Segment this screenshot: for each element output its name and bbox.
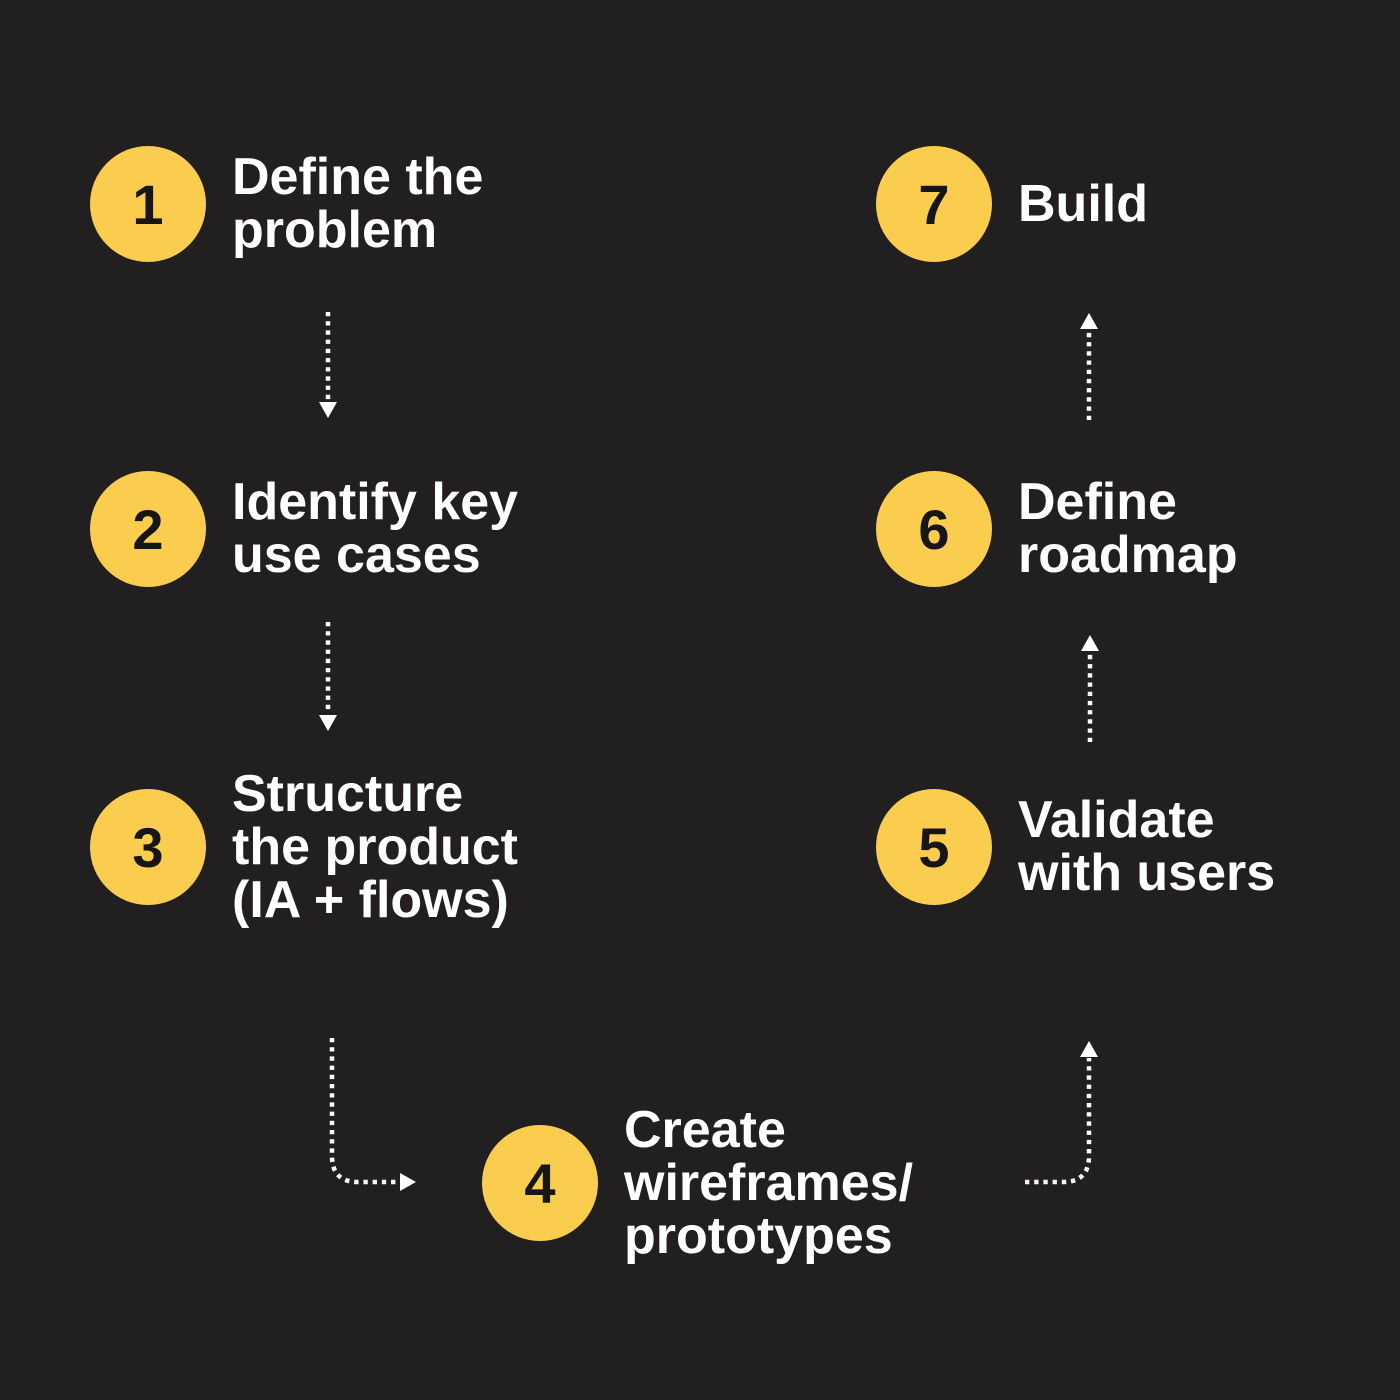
step-2-number: 2: [132, 497, 164, 561]
arrowhead-down-icon: [319, 402, 337, 418]
step-7-number-badge: 7: [876, 146, 992, 262]
step-5: 5 Validate with users: [876, 789, 1275, 905]
step-4: 4 Create wireframes/ prototypes: [482, 1103, 913, 1262]
arrow-step3-to-step4: [329, 1038, 416, 1191]
step-4-number-badge: 4: [482, 1125, 598, 1241]
step-7-label: Build: [1018, 174, 1148, 233]
arrowhead-up-icon: [1081, 635, 1099, 651]
step-5-number-badge: 5: [876, 789, 992, 905]
step-6-label: Define roadmap: [1018, 473, 1238, 584]
arrow-step5-to-step6: [1081, 635, 1099, 742]
step-4-label: Create wireframes/ prototypes: [624, 1100, 914, 1265]
arrow-step1-to-step2: [319, 312, 337, 418]
step-3-label: Structure the product (IA + flows): [232, 764, 518, 929]
step-6-number: 6: [918, 497, 950, 561]
arrowhead-up-icon: [1080, 1041, 1098, 1057]
arrowhead-right-icon: [400, 1173, 416, 1191]
step-5-number: 5: [918, 815, 950, 879]
step-1-label: Define the problem: [232, 148, 484, 259]
step-7-number: 7: [918, 172, 950, 236]
step-6-number-badge: 6: [876, 471, 992, 587]
step-3-number: 3: [132, 815, 164, 879]
arrowhead-up-icon: [1080, 313, 1098, 329]
step-1-number: 1: [132, 172, 164, 236]
step-7: 7 Build: [876, 146, 1148, 262]
step-2-number-badge: 2: [90, 471, 206, 587]
step-2: 2 Identify key use cases: [90, 471, 518, 587]
arrow-step6-to-step7: [1080, 313, 1098, 420]
step-2-label: Identify key use cases: [232, 473, 519, 584]
step-3-number-badge: 3: [90, 789, 206, 905]
arrow-step2-to-step3: [319, 622, 337, 731]
step-6: 6 Define roadmap: [876, 471, 1238, 587]
arrow-step4-to-step5: [1025, 1041, 1098, 1185]
step-5-label: Validate with users: [1018, 791, 1276, 902]
step-1: 1 Define the problem: [90, 146, 483, 262]
step-3: 3 Structure the product (IA + flows): [90, 767, 518, 926]
step-4-number: 4: [524, 1151, 556, 1215]
arrowhead-down-icon: [319, 715, 337, 731]
step-1-number-badge: 1: [90, 146, 206, 262]
